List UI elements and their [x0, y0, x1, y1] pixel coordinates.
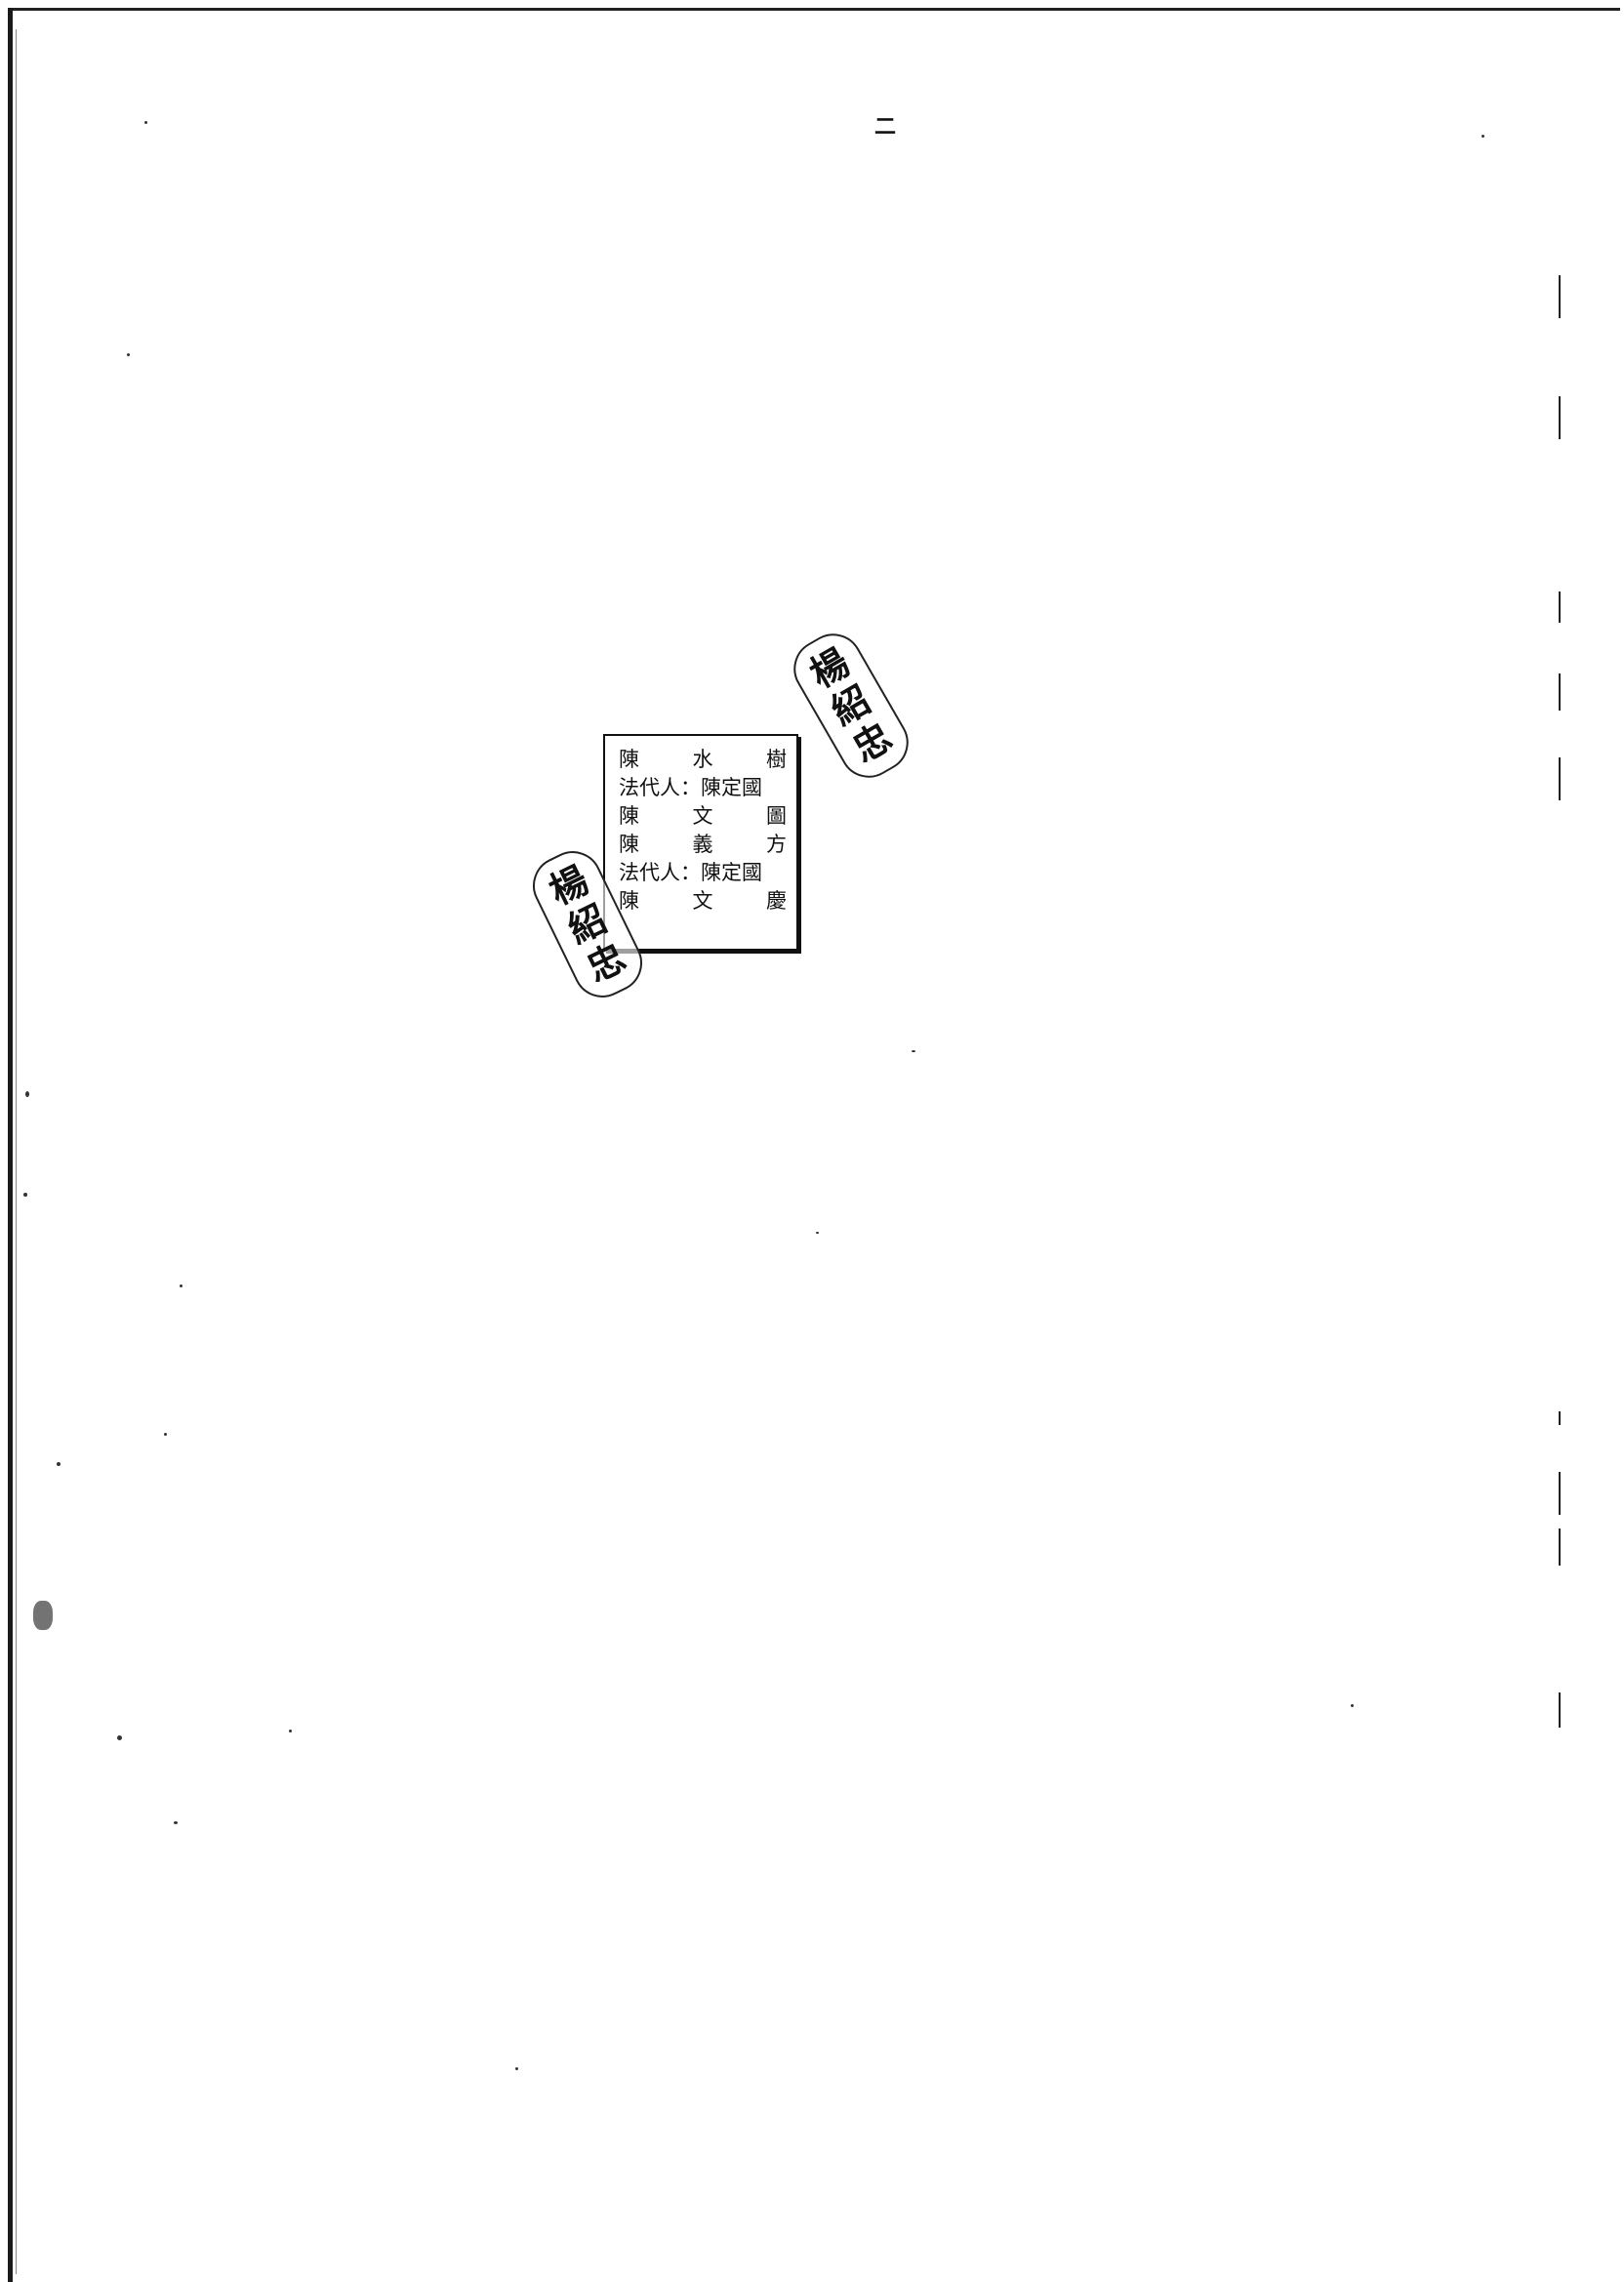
margin-tick — [1559, 396, 1561, 439]
scan-speck — [164, 1433, 167, 1436]
name-char: 方 — [766, 833, 787, 856]
name-char: 慶 — [766, 889, 787, 913]
ink-smudge — [33, 1601, 53, 1630]
scan-speck — [23, 1193, 27, 1197]
page-left-inner-edge — [16, 29, 17, 2274]
name-row: 法代人：陳定國 — [619, 859, 787, 887]
name-row: 陳 文 慶 — [619, 887, 787, 916]
margin-tick — [1559, 673, 1561, 711]
name-char: 陳 — [619, 889, 639, 913]
scan-speck — [1351, 1704, 1354, 1707]
margin-tick — [1559, 1528, 1561, 1566]
margin-tick — [1559, 275, 1561, 318]
name-char: 樹 — [766, 748, 787, 771]
page-number: 二 — [874, 114, 897, 140]
scan-speck — [1482, 135, 1484, 138]
name-char: 陳 — [619, 833, 639, 856]
scan-speck — [289, 1730, 292, 1732]
scan-speck — [515, 2067, 518, 2070]
scan-speck — [816, 1232, 819, 1234]
name-char: 文 — [692, 889, 713, 913]
name-row: 法代人：陳定國 — [619, 774, 787, 802]
margin-tick — [1559, 1472, 1561, 1515]
page-left-edge — [8, 8, 13, 2282]
legal-representative-line: 法代人：陳定國 — [619, 861, 762, 884]
scan-speck — [117, 1735, 122, 1740]
party-name-block: 陳 水 樹 法代人：陳定國 陳 文 圖 陳 義 方 法代人：陳定國 陳 文 慶 — [603, 734, 798, 951]
name-char: 義 — [692, 833, 713, 856]
name-char: 文 — [692, 804, 713, 828]
scan-speck — [57, 1462, 61, 1466]
margin-tick — [1559, 1411, 1561, 1425]
name-char: 陳 — [619, 804, 639, 828]
seal-stamp: 楊 紹 忠 — [783, 623, 919, 789]
page-top-edge — [10, 8, 1620, 11]
scan-speck — [25, 1091, 29, 1097]
name-row: 陳 水 樹 — [619, 746, 787, 774]
scan-speck — [144, 121, 147, 124]
name-row: 陳 文 圖 — [619, 802, 787, 831]
margin-tick — [1559, 591, 1561, 623]
name-char: 圖 — [766, 804, 787, 828]
scan-speck — [912, 1050, 915, 1052]
legal-representative-line: 法代人：陳定國 — [619, 776, 762, 799]
margin-tick — [1559, 1692, 1561, 1728]
scan-speck — [180, 1284, 183, 1287]
scan-speck — [127, 353, 130, 356]
name-char: 水 — [692, 748, 713, 771]
margin-tick — [1559, 757, 1561, 800]
name-char: 陳 — [619, 748, 639, 771]
scan-speck — [174, 1821, 178, 1824]
name-row: 陳 義 方 — [619, 831, 787, 859]
